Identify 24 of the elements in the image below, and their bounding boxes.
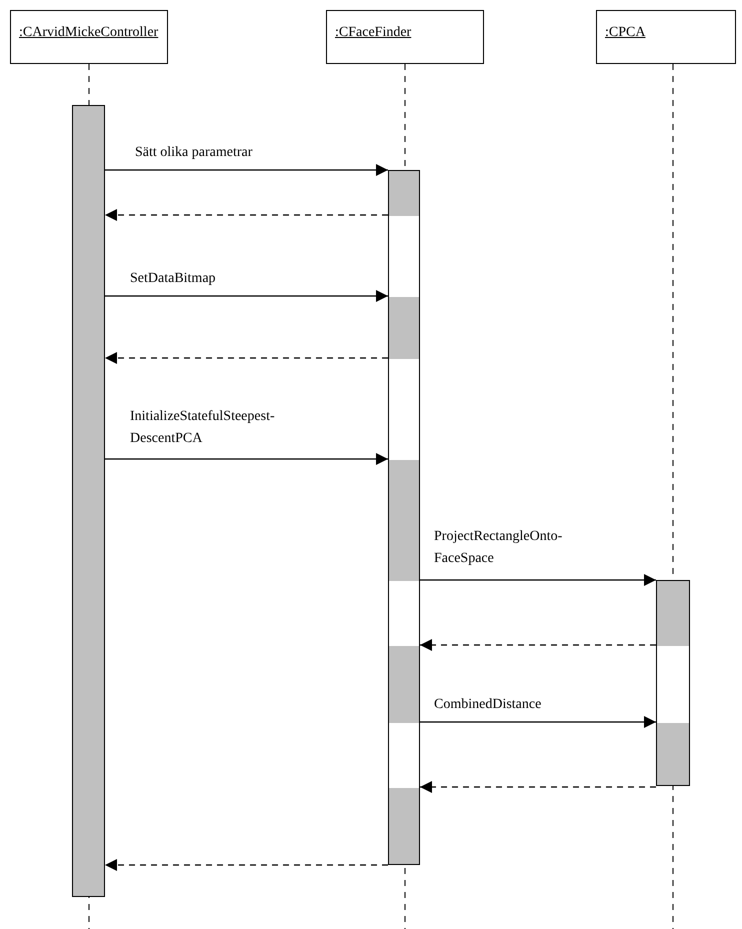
lifeline-header-box	[596, 10, 736, 64]
message-label: InitializeStatefulSteepest- DescentPCA	[130, 408, 276, 448]
return-arrow	[105, 209, 388, 221]
message-label: Sätt olika parametrar	[135, 144, 254, 162]
message-arrow	[105, 290, 388, 302]
object-name: :CFaceFinder	[335, 25, 412, 41]
message-label: SetDataBitmap	[130, 270, 217, 288]
lifeline-header-box	[326, 10, 484, 64]
lifeline-header-box	[10, 10, 168, 64]
message-label: ProjectRectangleOnto- FaceSpace	[434, 528, 564, 568]
return-arrow	[420, 781, 656, 793]
activation-bar	[388, 170, 420, 865]
message-arrow	[105, 453, 388, 465]
object-name: :CPCA	[605, 25, 646, 41]
return-arrow	[105, 352, 388, 364]
message-arrow	[420, 716, 656, 728]
activation-bar	[72, 105, 105, 897]
object-name: :CArvidMickeController	[19, 25, 158, 41]
return-arrow	[105, 859, 388, 871]
message-arrow	[420, 574, 656, 586]
message-arrow	[105, 164, 388, 176]
message-label: CombinedDistance	[434, 696, 542, 714]
return-arrow	[420, 639, 656, 651]
activation-bar	[656, 580, 690, 786]
